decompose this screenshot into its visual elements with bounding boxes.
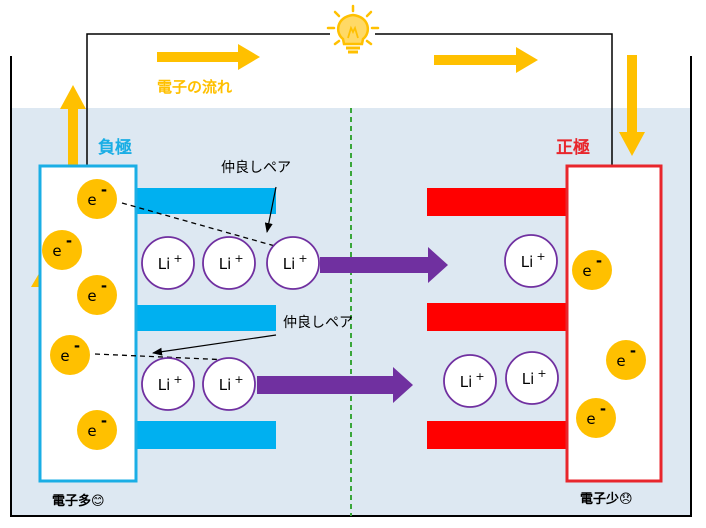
ion-arrow-bottom — [257, 367, 413, 403]
electron-label: e — [87, 422, 96, 440]
electron-3 — [77, 275, 117, 315]
external-wire — [86, 33, 613, 176]
li-ion-8 — [505, 351, 559, 405]
electron-labels: e-e-e-e-e-e-e-e- — [52, 181, 636, 440]
pair-line-bottom — [94, 353, 231, 361]
negative-plate-3 — [132, 421, 276, 449]
ion-charge: + — [536, 250, 545, 263]
negative-plate-1 — [132, 188, 276, 214]
electron-label: e — [60, 347, 69, 365]
li-ion-6 — [202, 357, 256, 411]
flow-arrow-up-top — [60, 85, 86, 189]
negative-plate-2 — [132, 305, 276, 331]
ion-label: Li — [158, 255, 171, 273]
electron-label: e — [52, 242, 61, 260]
ion-label: Li — [283, 255, 296, 273]
electron-7 — [606, 340, 646, 380]
positive-plate-3 — [427, 421, 569, 449]
lightbulb-icon — [326, 4, 380, 54]
electron-1 — [77, 179, 117, 219]
ion-charge: + — [234, 252, 243, 265]
flow-arrow-right-2 — [434, 47, 538, 73]
ion-label: Li — [158, 376, 171, 394]
electron-label: e — [582, 262, 591, 280]
li-ion-3 — [266, 236, 320, 290]
electron-charge: - — [66, 232, 72, 250]
ion-label: Li — [219, 376, 232, 394]
li-ion-5 — [141, 357, 195, 411]
electron-2 — [42, 230, 82, 270]
li-ion-7 — [443, 354, 497, 408]
flow-arrow-right-1 — [157, 44, 260, 70]
negative-electrode — [38, 164, 276, 483]
positive-electrode-box — [565, 164, 663, 483]
ion-charge: + — [173, 373, 182, 386]
electron-label: e — [616, 352, 625, 370]
positive-caption: 電子少😞 — [580, 491, 633, 507]
electron-label: e — [87, 287, 96, 305]
electron-charge: - — [600, 400, 606, 418]
electron-label: e — [586, 410, 595, 428]
ion-label: Li — [522, 370, 535, 388]
li-ion-1 — [141, 236, 195, 290]
pair-pointer-bottom — [152, 334, 277, 356]
electron-charge: - — [74, 337, 80, 355]
electron-label: e — [87, 191, 96, 209]
pair-label-bottom: 仲良しペア — [283, 315, 353, 331]
ion-label: Li — [460, 373, 473, 391]
ion-charge: + — [234, 373, 243, 386]
electron-4 — [50, 335, 90, 375]
electron-charge: - — [596, 252, 602, 270]
negative-label: 負極 — [98, 137, 132, 158]
ion-labels: Li+Li+Li+Li+Li+Li+Li+Li+ — [158, 250, 547, 394]
ion-label: Li — [521, 253, 534, 271]
electron-charge: - — [101, 181, 107, 199]
flow-label: 電子の流れ — [157, 78, 232, 96]
ion-charge: + — [173, 252, 182, 265]
electron-8 — [576, 398, 616, 438]
electron-6 — [572, 250, 612, 290]
positive-plate-1 — [427, 188, 569, 216]
ion-label: Li — [219, 255, 232, 273]
electrons — [42, 179, 646, 450]
flow-arrow-down — [619, 55, 645, 156]
electron-5 — [77, 410, 117, 450]
pair-label-top: 仲良しペア — [221, 160, 291, 176]
electron-charge: - — [630, 342, 636, 360]
ion-arrow-top — [320, 247, 448, 283]
electron-charge: - — [101, 412, 107, 430]
positive-label: 正極 — [556, 137, 590, 158]
negative-caption: 電子多😊 — [52, 493, 105, 509]
electron-charge: - — [101, 277, 107, 295]
ion-charge: + — [475, 370, 484, 383]
ion-charge: + — [537, 367, 546, 380]
positive-plate-2 — [427, 303, 569, 331]
lithium-ions — [141, 234, 559, 411]
li-ion-4 — [504, 234, 558, 288]
li-ion-2 — [202, 236, 256, 290]
positive-electrode — [427, 164, 663, 483]
pair-pointer-top — [264, 186, 277, 233]
ion-charge: + — [298, 252, 307, 265]
